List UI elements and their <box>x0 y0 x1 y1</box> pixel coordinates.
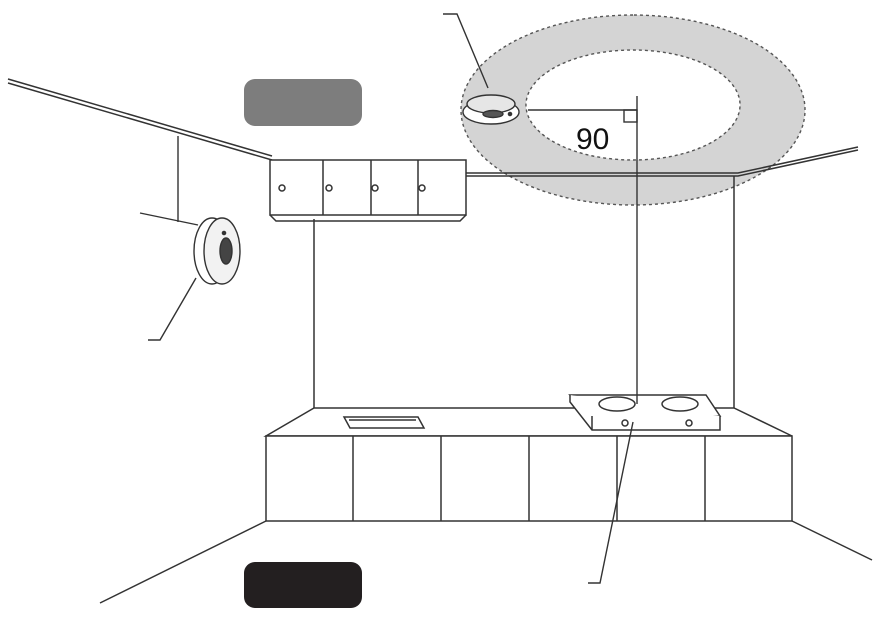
measurement-lines <box>139 96 638 404</box>
left-ceiling-edge-inner <box>7 78 273 157</box>
ceiling-detector-leader <box>443 13 489 89</box>
stove-burner-left <box>598 396 636 412</box>
wall-detector-led <box>221 230 227 236</box>
leader-lines <box>148 13 634 584</box>
stove-knob-right <box>685 419 693 427</box>
wall-detector-leader <box>148 277 197 341</box>
wall-detector-vent <box>219 237 233 265</box>
cabinet-knob <box>278 184 286 192</box>
room-outline <box>7 78 873 604</box>
wall-tick <box>139 212 199 226</box>
cabinet-knob <box>371 184 379 192</box>
cabinet-knob <box>418 184 426 192</box>
stove-burner-right <box>661 396 699 412</box>
stove-leader <box>588 421 634 584</box>
wall-cabinets <box>269 159 467 222</box>
right-ceiling-edge <box>466 149 859 177</box>
ceiling-detector-vent <box>482 109 504 119</box>
coverage-zone <box>460 14 806 206</box>
sink <box>342 416 426 429</box>
ceiling-detector <box>462 94 520 125</box>
left-ceiling-edge <box>7 82 273 161</box>
cabinet-knob <box>325 184 333 192</box>
coverage-ring <box>460 14 806 206</box>
ceiling-detector-led <box>507 111 513 117</box>
badge-black <box>244 562 362 608</box>
floor-left-edge <box>99 520 267 604</box>
cabinet-box <box>269 159 467 216</box>
stove-knob-left <box>621 419 629 427</box>
right-ceiling-edge-inner <box>466 146 859 174</box>
wall-detector <box>193 217 241 285</box>
badge-gray <box>244 79 362 126</box>
gas-stove <box>568 394 722 431</box>
right-angle-marker <box>623 109 638 123</box>
cabinet-bottom <box>269 214 467 222</box>
angle-label: 90 <box>576 123 609 156</box>
floor-right-edge <box>791 520 873 561</box>
